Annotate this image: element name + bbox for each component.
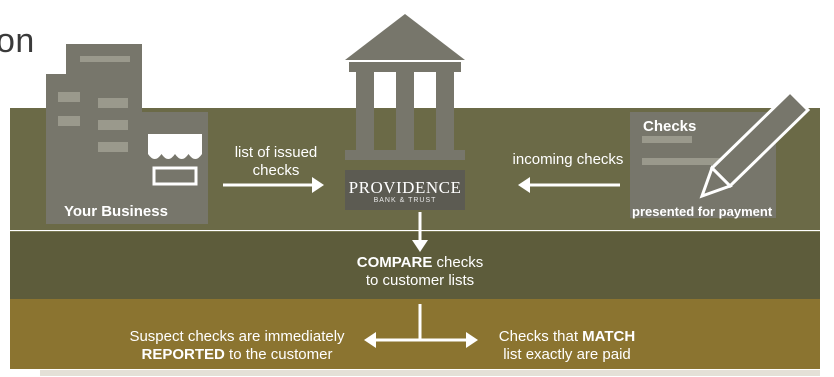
- compare-label: COMPARE checks to customer lists: [300, 254, 540, 290]
- incoming-checks-label: incoming checks: [512, 151, 624, 168]
- checks-footer: presented for payment: [632, 204, 773, 219]
- bank-name: PROVIDENCE: [348, 178, 462, 197]
- match-strong: MATCH: [582, 328, 636, 345]
- pen-icon: [699, 89, 811, 199]
- building-icon: [46, 44, 208, 224]
- suspect-strong: REPORTED: [141, 346, 225, 363]
- suspect-label: Suspect checks are immediately REPORTED …: [96, 328, 378, 364]
- bank-logo-box: [345, 170, 465, 210]
- match-label: Checks that MATCH list exactly are paid: [482, 328, 652, 364]
- checks-header: Checks: [643, 118, 697, 135]
- awning-icon: [148, 134, 202, 186]
- bank-icon: [345, 14, 465, 160]
- page-title-fragment: on: [0, 22, 35, 60]
- suspect-line1: Suspect checks are immediately: [129, 328, 345, 345]
- compare-line2: to customer lists: [365, 272, 475, 289]
- list-of-issued-checks-label: list of issued checks: [234, 144, 318, 179]
- compare-strong: COMPARE: [356, 254, 433, 271]
- compare-rest: checks: [432, 254, 484, 271]
- footnote-strip: [40, 370, 820, 376]
- business-label: Your Business: [64, 203, 168, 220]
- match-line2: list exactly are paid: [503, 346, 631, 363]
- suspect-rest: to the customer: [224, 346, 333, 363]
- bank-subtitle: BANK & TRUST: [373, 197, 437, 204]
- bottom-band: [10, 299, 820, 369]
- match-pre: Checks that: [498, 328, 583, 345]
